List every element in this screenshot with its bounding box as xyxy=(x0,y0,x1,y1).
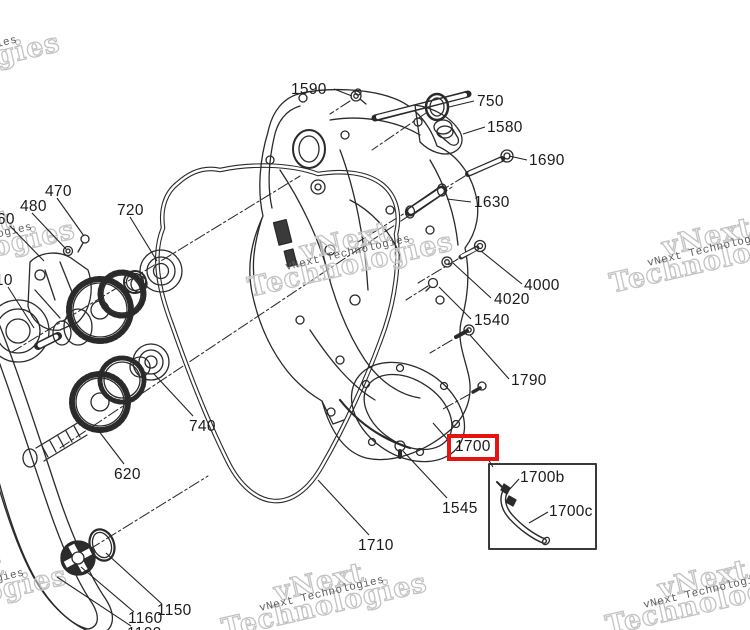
transfer-case-drawing xyxy=(249,88,479,463)
vent-tube-drawing xyxy=(496,481,551,546)
part-label-460[interactable]: 460 xyxy=(0,211,15,228)
part-label-1690[interactable]: 1690 xyxy=(529,152,565,169)
part-label-1545[interactable]: 1545 xyxy=(442,500,478,517)
part-label-1790[interactable]: 1790 xyxy=(511,372,547,389)
part-label-1540[interactable]: 1540 xyxy=(474,312,510,329)
bearing-740-drawing xyxy=(132,343,170,381)
part-label-740[interactable]: 740 xyxy=(189,418,216,435)
part-label-480[interactable]: 480 xyxy=(20,198,47,215)
part-label-620[interactable]: 620 xyxy=(114,466,141,483)
sprocket-1160-drawing xyxy=(60,540,96,576)
part-label-470[interactable]: 470 xyxy=(45,183,72,200)
detail-inset-box xyxy=(488,463,597,550)
part-label-1590[interactable]: 1590 xyxy=(291,81,327,98)
part-label-1630[interactable]: 1630 xyxy=(474,194,510,211)
part-label-1700b[interactable]: 1700b xyxy=(520,469,565,486)
part-label-4020[interactable]: 4020 xyxy=(494,291,530,308)
part-label-1100[interactable]: 1100 xyxy=(127,625,162,630)
part-label-1160[interactable]: 1160 xyxy=(128,610,163,627)
part-label-750[interactable]: 750 xyxy=(477,93,504,110)
part-label-1700c[interactable]: 1700c xyxy=(549,503,593,520)
bracket-460-drawing xyxy=(27,234,92,331)
part-label-710[interactable]: 710 xyxy=(0,272,13,289)
gasket-drawing xyxy=(155,163,401,504)
part-label-1580[interactable]: 1580 xyxy=(487,119,523,136)
part-label-4000[interactable]: 4000 xyxy=(524,277,560,294)
part-label-1710[interactable]: 1710 xyxy=(358,537,394,554)
part-label-720[interactable]: 720 xyxy=(117,202,144,219)
part-label-1150[interactable]: 1150 xyxy=(157,602,192,619)
gear-shaft-upper-drawing xyxy=(0,269,148,363)
part-label-1700[interactable]: 1700 xyxy=(447,434,499,462)
bearing-720-drawing xyxy=(123,249,183,294)
